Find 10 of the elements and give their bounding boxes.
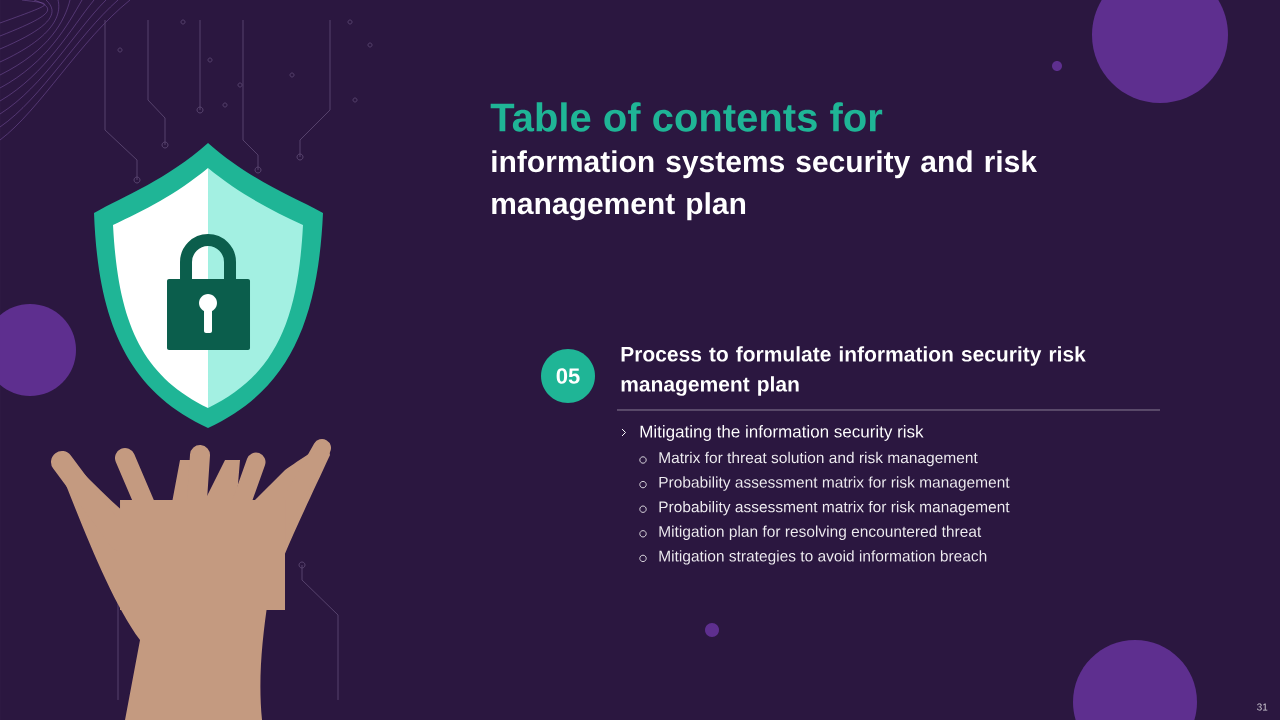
section-heading: Process to formulate information security risk management plan	[621, 346, 1086, 396]
list-item: Mitigation plan for resolving encountered threat	[659, 525, 982, 540]
title-heading: Table of contents for	[490, 102, 883, 132]
list-item: Probability assessment matrix for risk management	[659, 500, 1010, 516]
list-heading: Mitigating the information security risk	[640, 425, 924, 441]
list-item: Mitigation strategies to avoid information breach	[659, 550, 987, 565]
list-item: Probability assessment matrix for risk management	[659, 476, 1010, 491]
list-item: Matrix for threat solution and risk management	[659, 451, 978, 467]
page-number: 31	[1257, 703, 1268, 711]
subtitle: information systems security and risk management plan	[492, 150, 1038, 221]
